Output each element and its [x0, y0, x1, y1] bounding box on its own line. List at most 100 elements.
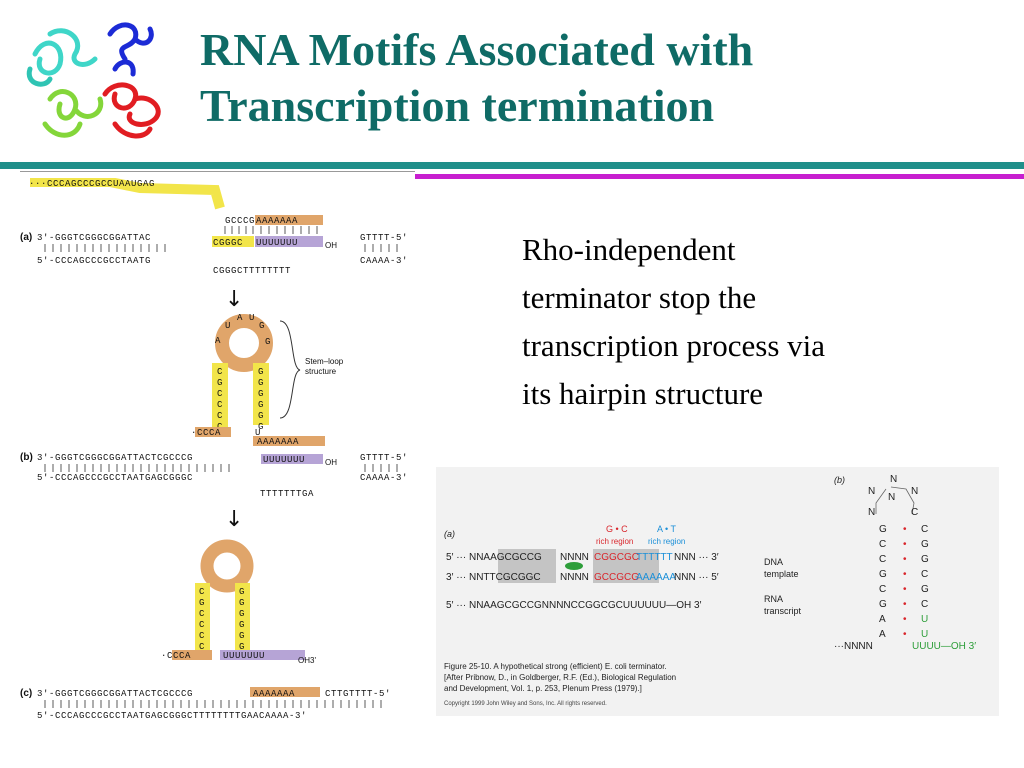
title-divider-thin — [20, 171, 415, 172]
svg-text:G: G — [217, 378, 223, 388]
oh-label-a: OH — [325, 241, 337, 250]
body-line: its hairpin structure — [522, 376, 764, 411]
svg-text:G: G — [199, 598, 205, 608]
u-run-b: UUUUUUU — [263, 455, 305, 465]
a-run-a: AAAAAAA — [256, 216, 298, 226]
dna-top-right-c: CTTGTTTT-5' — [325, 689, 391, 699]
svg-text:G: G — [921, 584, 929, 595]
svg-text:G: G — [879, 524, 887, 535]
svg-text:G: G — [239, 609, 245, 619]
a-run-band-b — [253, 436, 325, 446]
oh-label-b: OH — [325, 458, 337, 467]
a-run-band-c — [250, 687, 320, 697]
svg-text:A: A — [879, 629, 886, 640]
svg-text:•: • — [903, 629, 907, 640]
dna-top-right-a: GTTTT-5' — [360, 233, 408, 243]
at-sub: rich region — [648, 537, 685, 546]
rna-band-a — [30, 178, 225, 210]
rna-label-2: transcript — [764, 606, 802, 616]
svg-text:C: C — [921, 569, 928, 580]
dna-bottom-c: 5'-CCCAGCCCGCCTAATGAGCGGGCTTTTTTTTGAACAA… — [37, 711, 307, 721]
dna-top-b: 3'-GGGTCGGGCGGATTACTCGCCCG — [37, 453, 193, 463]
tail-band-c — [172, 650, 212, 660]
title-divider-magenta — [415, 174, 1024, 179]
svg-text:•: • — [903, 584, 907, 595]
svg-text:C: C — [217, 389, 223, 399]
svg-text:N: N — [868, 486, 875, 497]
rna-pair-a: CGGGC — [213, 238, 243, 248]
stem-loop-bracket — [279, 320, 301, 419]
svg-text:NNNN: NNNN — [560, 572, 589, 583]
svg-text:3′ ··· NNTTCGCGGC: 3′ ··· NNTTCGCGGC — [446, 572, 541, 583]
base-pair-ticks-b — [44, 464, 398, 472]
panel-label-b: (b) — [20, 452, 33, 463]
dna-row-1: 5′ ··· NNAAGCGCCG NNNN CGGCGC TTTTTT NNN… — [446, 552, 719, 563]
svg-text:G: G — [259, 321, 265, 331]
body-line: Rho-independent — [522, 232, 736, 267]
svg-text:···NNNN: ···NNNN — [834, 641, 873, 652]
svg-text:•: • — [903, 554, 907, 565]
loop-letters: U A U G A G — [215, 313, 271, 347]
fig-a-label: (a) — [444, 529, 455, 539]
panel-label-a: (a) — [20, 232, 32, 243]
svg-text:C: C — [199, 609, 205, 619]
svg-text:N: N — [890, 474, 897, 485]
stem-right-band — [253, 363, 269, 425]
svg-text:N: N — [888, 492, 895, 503]
svg-text:A: A — [237, 313, 243, 323]
svg-text:G: G — [239, 598, 245, 608]
slide-title: RNA Motifs Associated with Transcription… — [200, 22, 1000, 134]
svg-text:C: C — [879, 539, 886, 550]
loop-ring — [215, 314, 273, 372]
hairpin-top-a: GCCCG — [225, 216, 255, 226]
grey-box-1 — [498, 549, 556, 583]
svg-text:5′ ··· NNAAGCGCCG: 5′ ··· NNAAGCGCCG — [446, 552, 542, 563]
dna-label-2: template — [764, 569, 799, 579]
svg-text:G: G — [239, 620, 245, 630]
down-arrow-1: ↓ — [225, 287, 243, 312]
caption-line-1: Figure 25-10. A hypothetical strong (eff… — [444, 662, 667, 671]
copyright: Copyright 1999 John Wiley and Sons, Inc.… — [444, 701, 607, 707]
svg-text:C: C — [217, 400, 223, 410]
rna-strand-a: ···CCCAGCCCGCCUAAUGAG — [29, 179, 155, 189]
svg-text:NNN ··· 5′: NNN ··· 5′ — [674, 572, 719, 583]
svg-text:G: G — [879, 569, 887, 580]
u-run-band — [255, 236, 323, 247]
svg-text:TTTTTT: TTTTTT — [636, 552, 673, 563]
title-line-2: Transcription termination — [200, 80, 715, 131]
dna-top-c: 3'-GGGTCGGGCGGATTACTCGCCCG — [37, 689, 193, 699]
stem-right-band-c — [235, 583, 250, 653]
stem-tail-u: U — [255, 428, 261, 438]
svg-text:C: C — [879, 584, 886, 595]
svg-text:UUUU—OH 3′: UUUU—OH 3′ — [912, 641, 976, 652]
svg-text:G: G — [239, 642, 245, 652]
svg-text:U: U — [225, 321, 231, 331]
u-run-c: UUUUUUU — [223, 651, 265, 661]
terminator-sequence-figure-panel — [436, 467, 999, 716]
svg-text:G: G — [258, 411, 264, 421]
svg-text:NNNN: NNNN — [560, 552, 589, 563]
dna-row-2: 3′ ··· NNTTCGCGGC NNNN GCCGCG AAAAAA NNN… — [446, 572, 719, 583]
svg-text:G: G — [258, 378, 264, 388]
svg-text:N: N — [911, 486, 918, 497]
dyad-symmetry-mark — [565, 562, 583, 570]
dna-bottom-right-b: CAAAA-3' — [360, 473, 408, 483]
a-run-band — [255, 215, 323, 225]
svg-text:•: • — [903, 539, 907, 550]
svg-text:U: U — [249, 313, 255, 323]
svg-text:G: G — [258, 389, 264, 399]
u-run-band-c — [220, 650, 305, 660]
svg-text:G: G — [265, 337, 271, 347]
terminator-mechanism-figure: ···CCCAGCCCGCCUAAUGAG GCCCG AAAAAAA CGGG… — [20, 178, 408, 721]
down-arrow-2: ↓ — [225, 507, 243, 532]
a-run-c: AAAAAAA — [253, 689, 295, 699]
protein-structure-logo — [26, 22, 161, 139]
stem-tail: ·CCCA — [191, 428, 221, 438]
svg-text:•: • — [903, 524, 907, 535]
terminator-sequence-figure: (a) (b) G • C rich region A • T rich reg… — [444, 474, 976, 707]
stem-tail-band — [195, 427, 231, 437]
u-run-a: UUUUUUU — [256, 238, 298, 248]
svg-text:GCCGCG: GCCGCG — [594, 572, 639, 583]
dna-bottom-b: 5'-CCCAGCCCGCCTAATGAGCGGGC — [37, 473, 193, 483]
svg-text:N: N — [868, 507, 875, 518]
